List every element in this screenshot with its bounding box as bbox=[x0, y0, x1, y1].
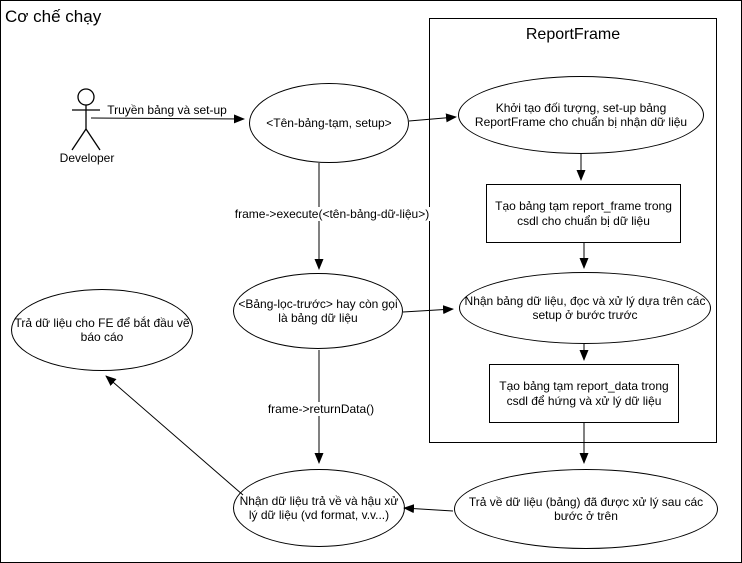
edge-label-execute: frame->execute(<tên-bảng-dữ-liệu>) bbox=[232, 207, 432, 221]
edge-tra-ve-to-nhan-du-lieu bbox=[403, 504, 454, 514]
edge-nhan-du-lieu-to-tra-fe bbox=[105, 375, 244, 496]
node-nhan-du-lieu-label: Nhận dữ liệu trả về và hậu xử lý dữ liệu… bbox=[239, 493, 399, 522]
node-tra-ve: Trả về dữ liệu (bảng) đã được xử lý sau … bbox=[454, 469, 718, 549]
node-tao-bang-report-frame: Tạo bảng tạm report_frame trong csdl cho… bbox=[486, 184, 681, 243]
page-title: Cơ chế chạy bbox=[5, 7, 102, 26]
reportframe-title: ReportFrame bbox=[525, 26, 621, 43]
node-bang-loc-truoc: <Bảng-lọc-trước> hay còn gọi là bảng dữ … bbox=[233, 273, 403, 349]
edge-label-return-data: frame->returnData() bbox=[265, 402, 377, 416]
developer-actor-label: Developer bbox=[59, 151, 115, 165]
node-tao-bang-report-data-label: Tạo bảng tạm report_data trong csdl để h… bbox=[499, 379, 669, 408]
reportframe-container: ReportFrame bbox=[429, 18, 717, 443]
edge-developer-to-ten-bang-tam bbox=[90, 114, 245, 124]
node-nhan-bang: Nhận bảng dữ liệu, đọc và xử lý dựa trên… bbox=[459, 272, 711, 344]
node-nhan-bang-label: Nhận bảng dữ liệu, đọc và xử lý dựa trên… bbox=[464, 293, 706, 322]
node-bang-loc-truoc-label: <Bảng-lọc-trước> hay còn gọi là bảng dữ … bbox=[238, 296, 398, 325]
node-tra-ve-label: Trả về dữ liệu (bảng) đã được xử lý sau … bbox=[468, 494, 704, 523]
node-khoi-tao-label: Khởi tạo đối tượng, set-up bảng ReportFr… bbox=[474, 100, 688, 129]
node-tra-fe: Trả dữ liệu cho FE để bắt đầu vẽ báo cáo bbox=[11, 289, 193, 371]
node-ten-bang-tam: <Tên-bảng-tạm, setup> bbox=[249, 83, 409, 163]
developer-actor-icon bbox=[71, 88, 101, 151]
node-khoi-tao: Khởi tạo đối tượng, set-up bảng ReportFr… bbox=[458, 76, 704, 154]
node-tao-bang-report-data: Tạo bảng tạm report_data trong csdl để h… bbox=[489, 364, 679, 423]
edge-label-truyen-bang: Truyền bảng và set-up bbox=[105, 103, 229, 117]
node-nhan-du-lieu: Nhận dữ liệu trả về và hậu xử lý dữ liệu… bbox=[233, 469, 405, 547]
node-tao-bang-report-frame-label: Tạo bảng tạm report_frame trong csdl cho… bbox=[495, 199, 672, 228]
node-ten-bang-tam-label: <Tên-bảng-tạm, setup> bbox=[266, 115, 392, 130]
node-tra-fe-label: Trả dữ liệu cho FE để bắt đầu vẽ báo cáo bbox=[14, 315, 190, 344]
